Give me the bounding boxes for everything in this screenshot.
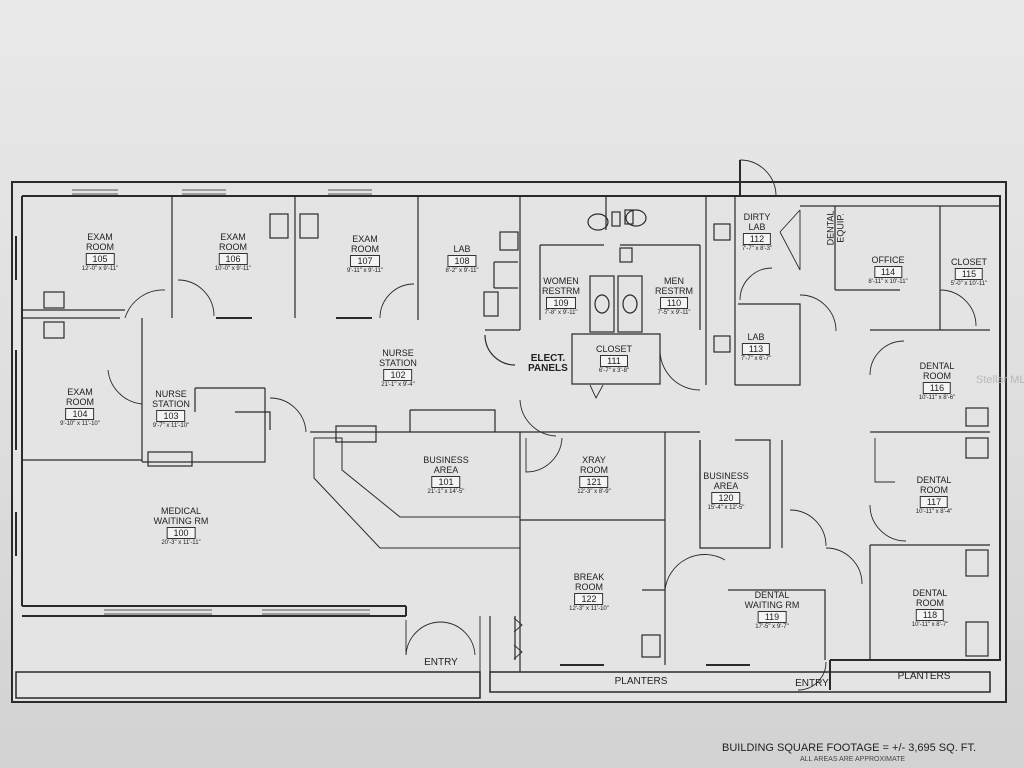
room-120-label: BUSINESS AREA 120 15'-4" x 12'-5"	[703, 471, 749, 511]
room-116-label: DENTAL ROOM 116 10'-11" x 8'-6"	[918, 361, 956, 401]
room-114-label: OFFICE 114 8'-11" x 10'-11"	[868, 255, 908, 285]
room-119-label: DENTAL WAITING RM 119 17'-5" x 9'-7"	[744, 590, 800, 630]
room-117-label: DENTAL ROOM 117 10'-11" x 8'-4"	[915, 475, 953, 515]
room-110-label: MEN RESTRM 110 7'-5" x 9'-11"	[655, 276, 693, 316]
elect-panels-label: ELECT. PANELS	[528, 353, 568, 374]
room-103-label: NURSE STATION 103 9'-7" x 11'-10"	[152, 389, 190, 429]
planters-left-label: PLANTERS	[614, 676, 668, 687]
room-104-label: EXAM ROOM 104 9'-10" x 11'-10"	[60, 387, 100, 427]
entry-left-label: ENTRY	[424, 657, 458, 668]
room-122-label: BREAK ROOM 122 12'-3" x 11'-10"	[569, 572, 609, 612]
room-102-label: NURSE STATION 102 21'-1" x 9'-4"	[379, 348, 417, 388]
square-footage-note: BUILDING SQUARE FOOTAGE = +/- 3,695 SQ. …	[722, 742, 977, 754]
areas-approximate-note: ALL AREAS ARE APPROXIMATE	[800, 756, 906, 763]
room-113-label: LAB 113 7'-7" x 6'-7"	[740, 332, 772, 362]
room-106-label: EXAM ROOM 106 10'-0" x 9'-11"	[214, 232, 252, 272]
dental-equip-label: DENTAL EQUIP.	[825, 210, 846, 246]
room-112-label: DIRTY LAB 112 7'-7" x 8'-3"	[741, 212, 773, 252]
room-101-label: BUSINESS AREA 101 21'-1" x 14'-5"	[423, 455, 469, 495]
room-100-label: MEDICAL WAITING RM 100 20'-3" x 11'-11"	[153, 506, 209, 546]
room-111-label: CLOSET 111 6'-7" x 3'-8"	[595, 344, 633, 374]
planters-right-label: PLANTERS	[897, 671, 951, 682]
room-108-label: LAB 108 8'-2" x 9'-11"	[445, 244, 479, 274]
room-107-label: EXAM ROOM 107 9'-11" x 9'-11"	[346, 234, 384, 274]
entry-right-label: ENTRY	[795, 678, 829, 689]
stellar-mls-watermark: Stellar MLS	[976, 374, 1024, 386]
room-115-label: CLOSET 115 5'-0" x 10'-11"	[950, 257, 988, 287]
room-105-label: EXAM ROOM 105 12'-0" x 9'-11"	[81, 232, 119, 272]
room-109-label: WOMEN RESTRM 109 7'-8" x 9'-11"	[542, 276, 580, 316]
room-118-label: DENTAL ROOM 118 10'-11" x 8'-7"	[911, 588, 949, 628]
room-121-label: XRAY ROOM 121 12'-3" x 8'-9"	[577, 455, 611, 495]
